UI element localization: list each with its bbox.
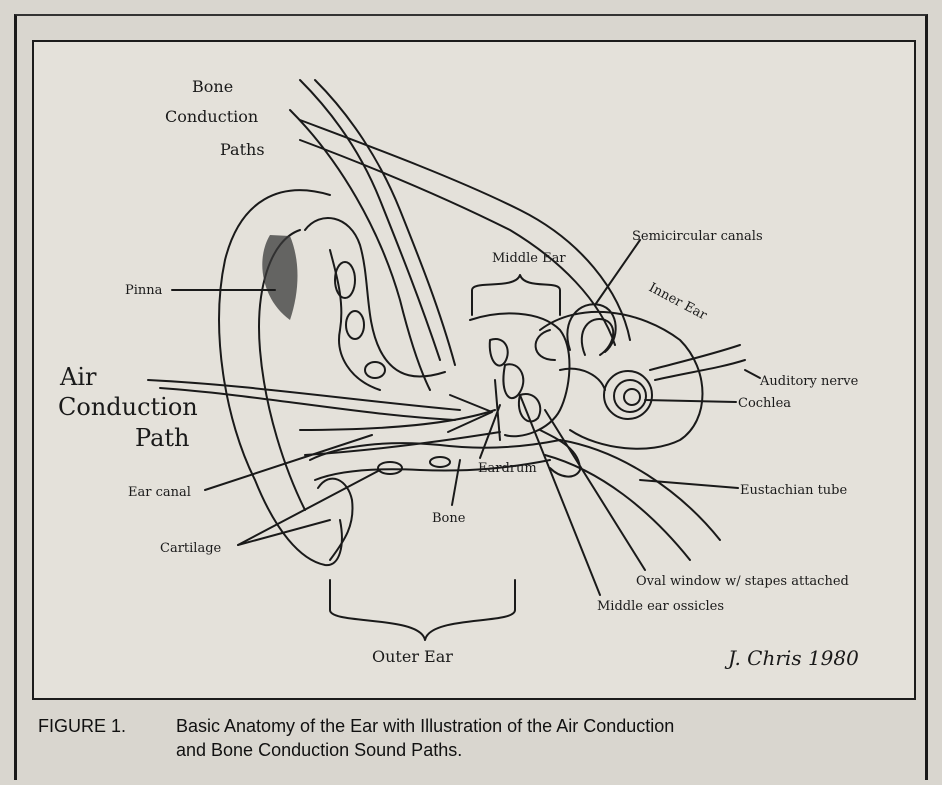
- air-conduction-label-line3: Path: [135, 424, 189, 452]
- outer-ear-label: Outer Ear: [372, 647, 453, 666]
- caption-line-1: Basic Anatomy of the Ear with Illustrati…: [176, 716, 674, 736]
- lower-bone-mass: [540, 430, 580, 477]
- middle-ear-label: Middle Ear: [492, 251, 566, 266]
- middle-ear-ossicles-label: Middle ear ossicles: [597, 599, 724, 614]
- semicircular-canal-3: [536, 330, 555, 360]
- air-conduction-arrow-shaft-lower: [160, 388, 455, 420]
- leader-semicircular: [595, 240, 640, 305]
- eustachian-tube-label: Eustachian tube: [740, 483, 847, 498]
- leader-ear-canal: [205, 435, 372, 490]
- ossicle-malleus: [490, 339, 508, 366]
- air-conduction-label-line1: Air: [59, 363, 97, 391]
- skull-inner: [330, 250, 380, 390]
- leader-ossicles: [520, 395, 600, 595]
- auditory-nerve-label: Auditory nerve: [759, 374, 859, 389]
- artist-signature: J. Chris 1980: [724, 646, 859, 670]
- bone-cavity: [430, 457, 450, 467]
- ossicle-incus: [503, 364, 523, 398]
- ear-canal-label: Ear canal: [128, 485, 191, 500]
- bone-label: Bone: [432, 511, 466, 526]
- bone-conduction-path-5: [290, 110, 430, 390]
- cochlea-inner: [624, 389, 640, 405]
- outer-ear-bracket: [330, 580, 515, 640]
- leader-oval-window: [545, 410, 645, 570]
- bone-cavity: [378, 462, 402, 474]
- eustachian-tube-bottom: [545, 455, 690, 560]
- cartilage-label: Cartilage: [160, 541, 222, 556]
- bone-cavity: [346, 311, 364, 339]
- inner-ear-bony-outline: [540, 312, 703, 449]
- bone-cavity: [365, 362, 385, 378]
- leader-cartilage-2: [238, 520, 330, 545]
- air-conduction-label-line2: Conduction: [58, 393, 198, 421]
- leader-bone: [452, 460, 460, 505]
- bone-conduction-label-line3: Paths: [220, 140, 265, 159]
- cochlea-middle: [614, 380, 646, 412]
- eustachian-tube-top: [560, 440, 720, 540]
- pinna-label: Pinna: [125, 283, 163, 298]
- leader-eustachian: [640, 480, 738, 488]
- middle-ear-cavity: [470, 313, 569, 436]
- leader-cartilage-1: [238, 470, 380, 545]
- semicircular-canals-label: Semicircular canals: [632, 229, 763, 244]
- eardrum-label: Eardrum: [478, 461, 537, 476]
- skull-outline: [305, 218, 445, 377]
- cochlea-label: Cochlea: [738, 396, 791, 411]
- caption-line-2: and Bone Conduction Sound Paths.: [176, 740, 462, 760]
- bone-conduction-label-line1: Bone: [192, 77, 233, 96]
- cartilage-lobe: [318, 479, 353, 560]
- inner-ear-label: Inner Ear: [646, 280, 710, 323]
- ear-canal-top: [300, 410, 495, 430]
- leader-auditory-nerve: [745, 370, 760, 378]
- auditory-nerve: [650, 345, 740, 370]
- caption-text: Basic Anatomy of the Ear with Illustrati…: [176, 714, 896, 762]
- caption-figure-number: FIGURE 1.: [38, 714, 126, 738]
- helix-shading: [262, 235, 297, 320]
- leader-cochlea: [645, 400, 736, 402]
- bone-conduction-label-line2: Conduction: [165, 107, 258, 126]
- oval-window-label: Oval window w/ stapes attached: [636, 574, 849, 589]
- middle-ear-bracket: [472, 275, 560, 315]
